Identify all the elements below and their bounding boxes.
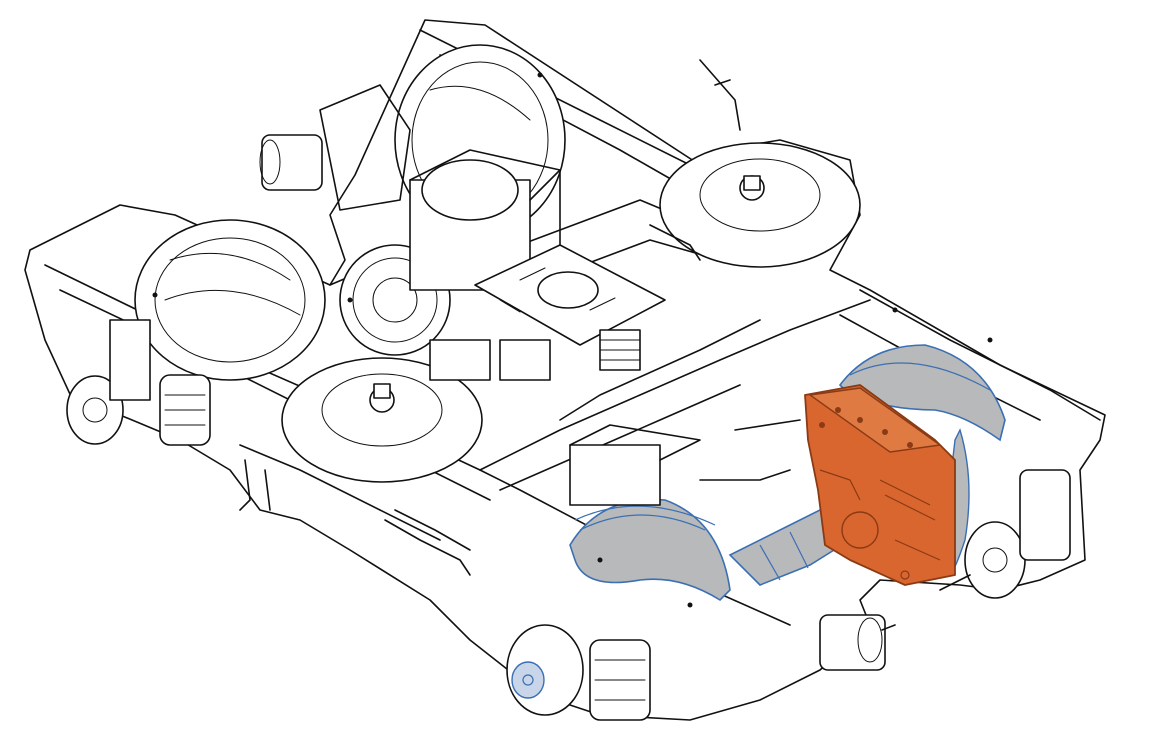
axlebox-front-right xyxy=(939,469,1071,599)
axlebox-front-left xyxy=(506,624,651,721)
brake-rigging xyxy=(239,59,801,576)
centre-pivot xyxy=(474,244,666,371)
rivets xyxy=(152,72,993,608)
motor-rear xyxy=(259,84,519,221)
brake-unit-front xyxy=(819,614,896,671)
wheel-rear-left xyxy=(134,219,326,381)
bolster-pad-right xyxy=(659,142,861,268)
axlebox-rear-left xyxy=(66,319,211,446)
gearbox-housing xyxy=(804,384,956,586)
bolster-pad-left xyxy=(281,357,483,483)
